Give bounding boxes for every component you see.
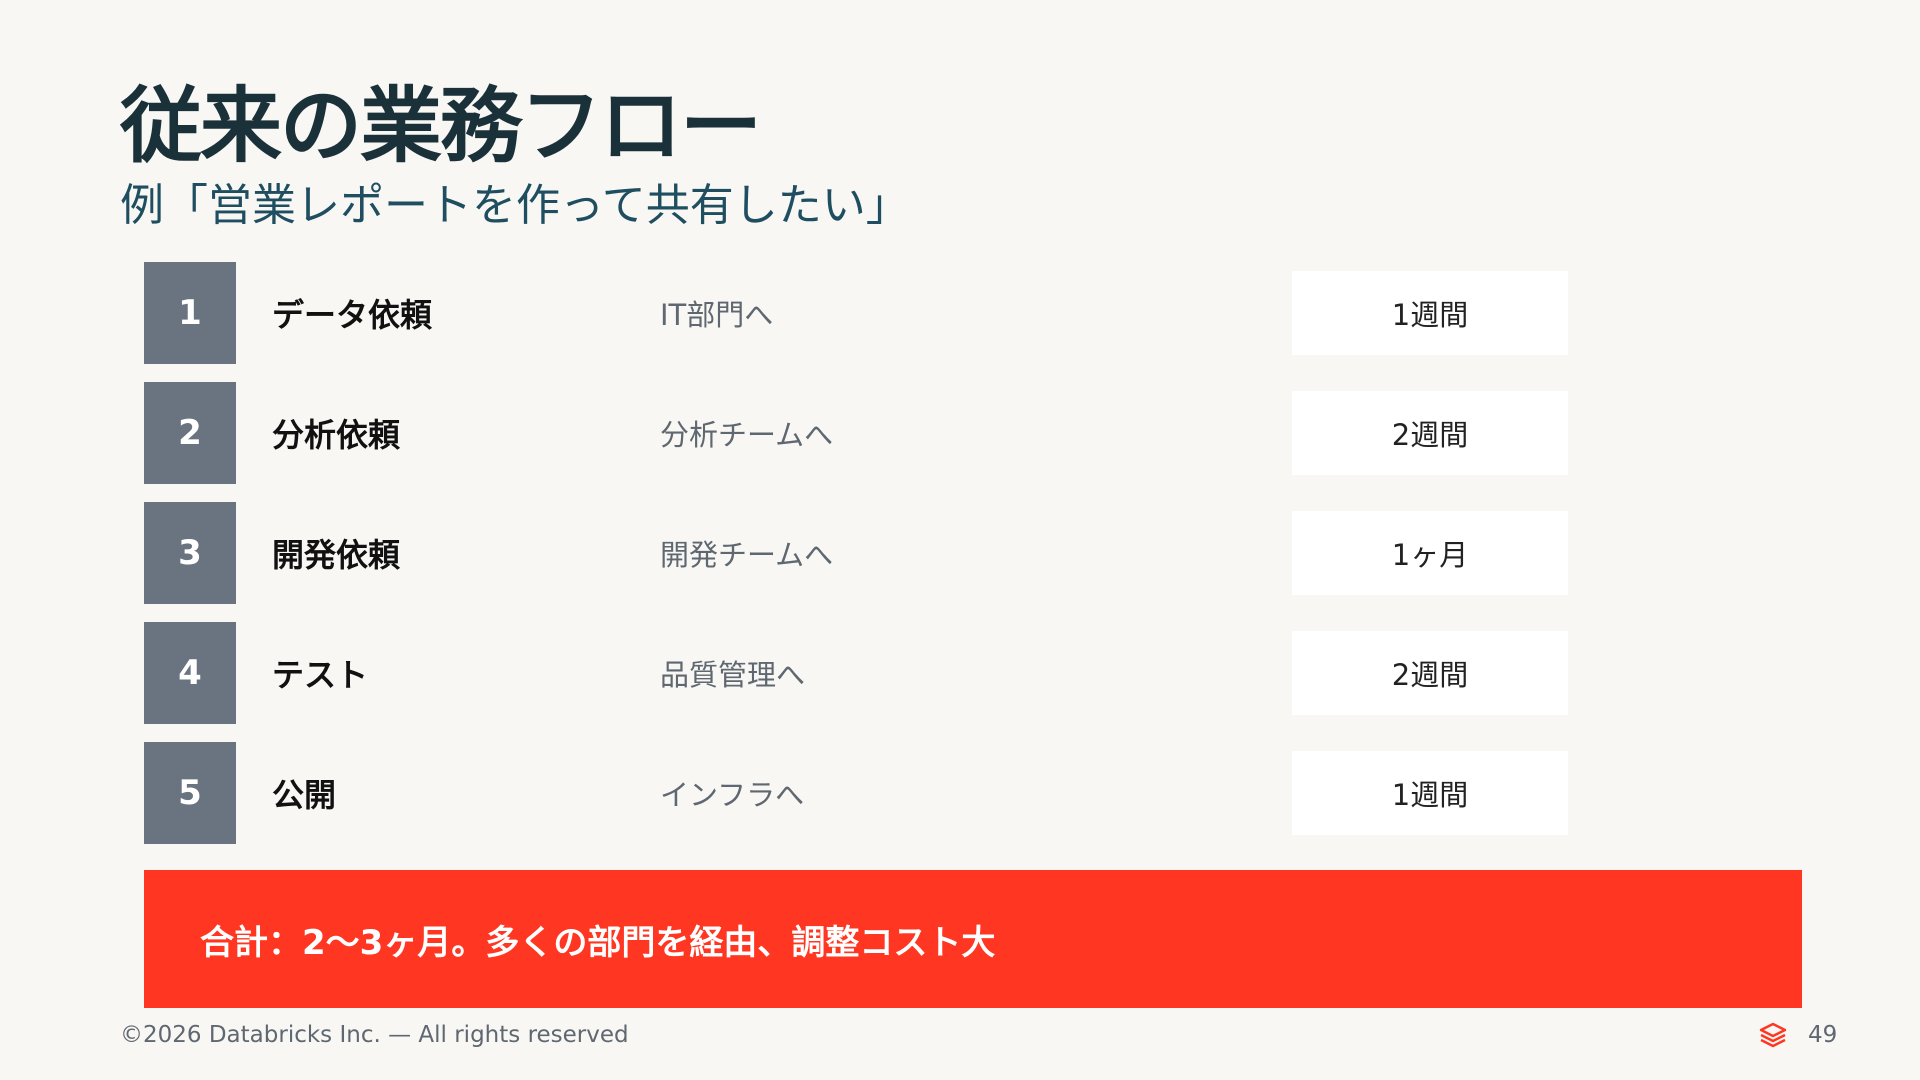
step-destination: インフラへ <box>660 778 805 812</box>
step-name: 分析依頼 <box>272 416 401 454</box>
step-number: 5 <box>144 742 236 844</box>
step-number: 1 <box>144 262 236 364</box>
step-number: 4 <box>144 622 236 724</box>
step-duration: 1ヶ月 <box>1292 511 1568 595</box>
step-name: データ依頼 <box>272 296 433 334</box>
step-name: 開発依頼 <box>272 536 401 574</box>
step-destination: IT部門へ <box>660 298 774 332</box>
step-duration: 1週間 <box>1292 751 1568 835</box>
step-name: 公開 <box>272 776 337 814</box>
page-number: 49 <box>1808 1022 1838 1048</box>
step-row: 1 データ依頼 IT部門へ 1週間 <box>144 262 1570 364</box>
slide-title: 従来の業務フロー <box>120 79 762 174</box>
summary-text: 合計：2〜3ヶ月。多くの部門を経由、調整コスト大 <box>200 922 996 963</box>
databricks-logo-icon <box>1759 1022 1787 1048</box>
workflow-steps: 1 データ依頼 IT部門へ 1週間 2 分析依頼 分析チームへ 2週間 3 開発… <box>144 262 1570 862</box>
step-row: 5 公開 インフラへ 1週間 <box>144 742 1570 844</box>
step-name: テスト <box>272 656 369 694</box>
step-duration: 2週間 <box>1292 631 1568 715</box>
step-destination: 分析チームへ <box>660 418 834 452</box>
step-duration: 2週間 <box>1292 391 1568 475</box>
summary-banner: 合計：2〜3ヶ月。多くの部門を経由、調整コスト大 <box>144 870 1802 1008</box>
step-number: 3 <box>144 502 236 604</box>
step-row: 2 分析依頼 分析チームへ 2週間 <box>144 382 1570 484</box>
step-number: 2 <box>144 382 236 484</box>
step-row: 4 テスト 品質管理へ 2週間 <box>144 622 1570 724</box>
slide-subtitle: 例「営業レポートを作って共有したい」 <box>120 180 910 231</box>
step-row: 3 開発依頼 開発チームへ 1ヶ月 <box>144 502 1570 604</box>
step-destination: 開発チームへ <box>660 538 834 572</box>
footer-copyright: ©2026 Databricks Inc. — All rights reser… <box>120 1022 629 1048</box>
step-destination: 品質管理へ <box>660 658 806 692</box>
step-duration: 1週間 <box>1292 271 1568 355</box>
